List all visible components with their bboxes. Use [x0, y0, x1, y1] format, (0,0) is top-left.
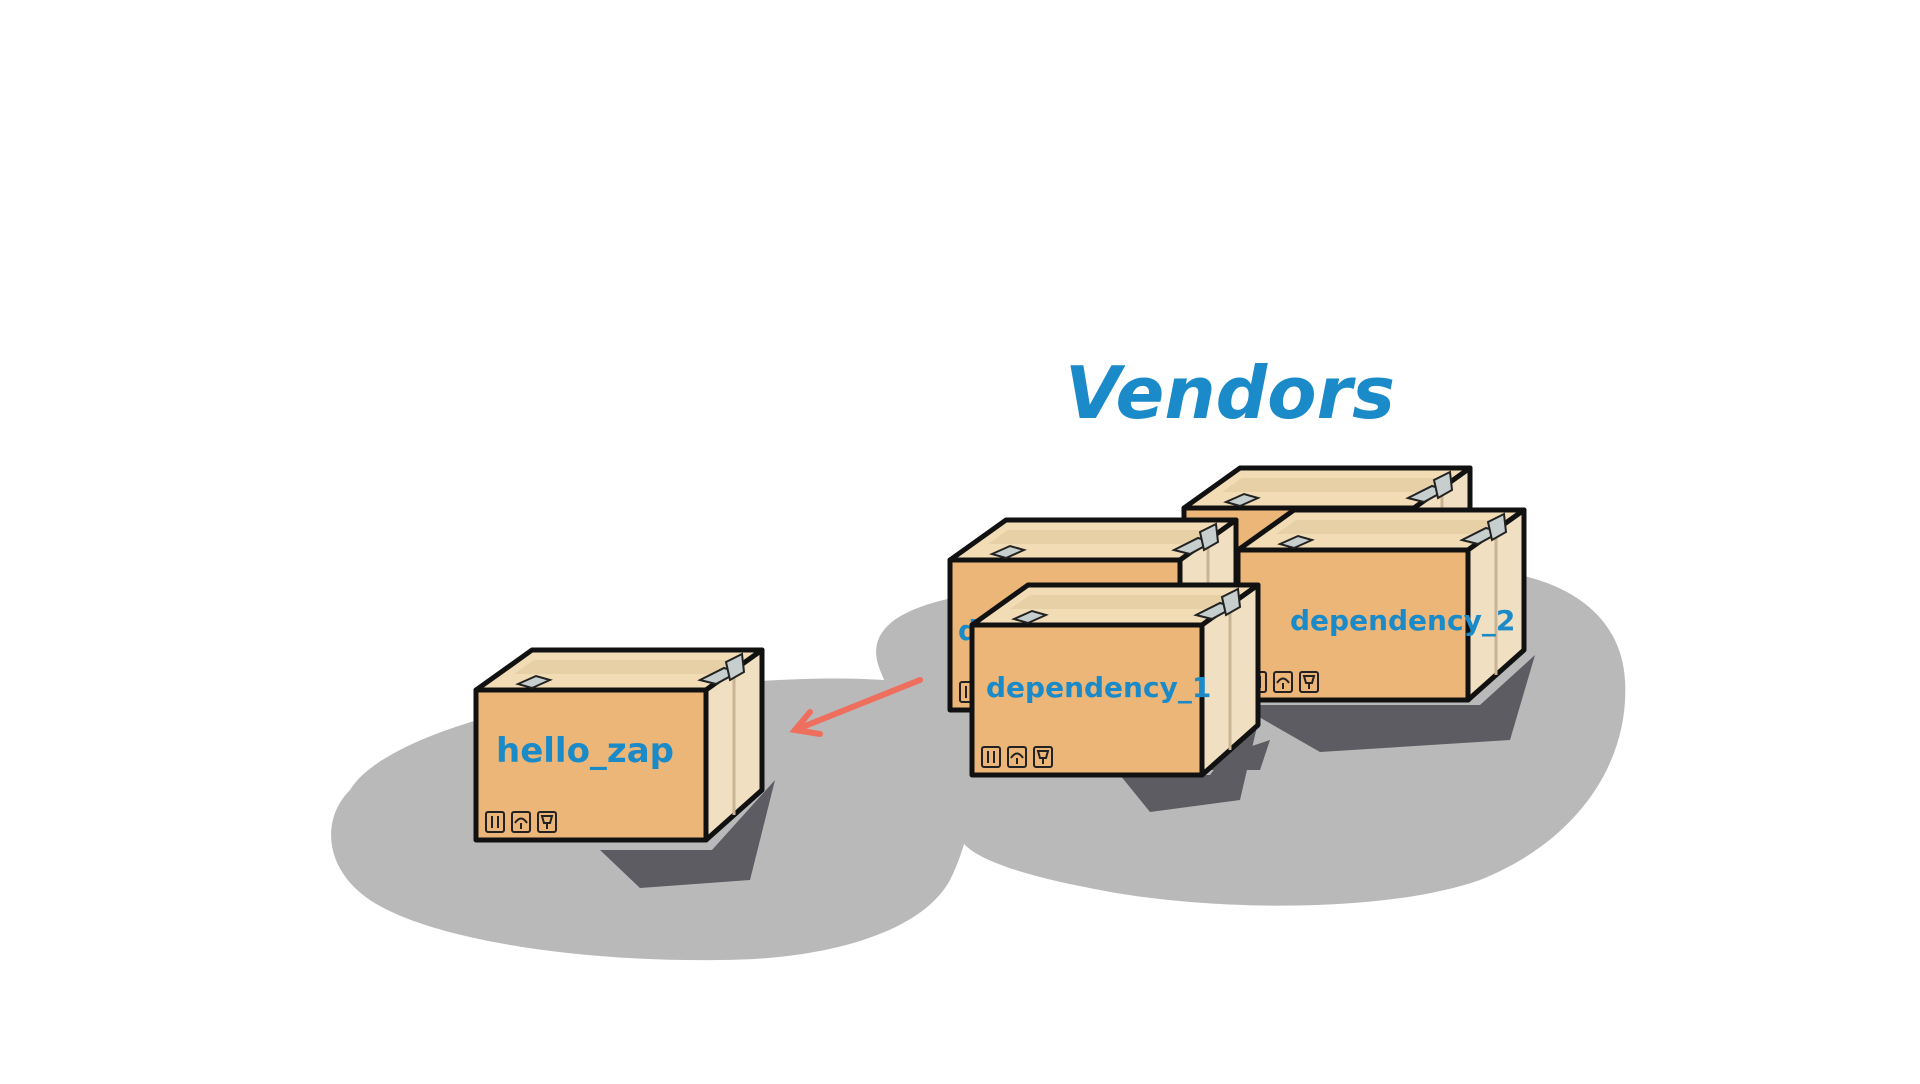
box-label-dependency-2: dependency_2 [1290, 604, 1515, 637]
box-dependency-1: dependency_1 [972, 585, 1258, 775]
diagram-title: Vendors [1065, 351, 1395, 435]
box-label-hello-zap: hello_zap [496, 731, 674, 771]
box-drop-shadows [600, 655, 1535, 888]
box-hello-zap: hello_zap [476, 650, 762, 840]
arrow-left-icon [789, 677, 923, 737]
box-label-dependency-1: dependency_1 [986, 671, 1211, 704]
box-dependency-2: dependency_2 [1238, 510, 1524, 700]
